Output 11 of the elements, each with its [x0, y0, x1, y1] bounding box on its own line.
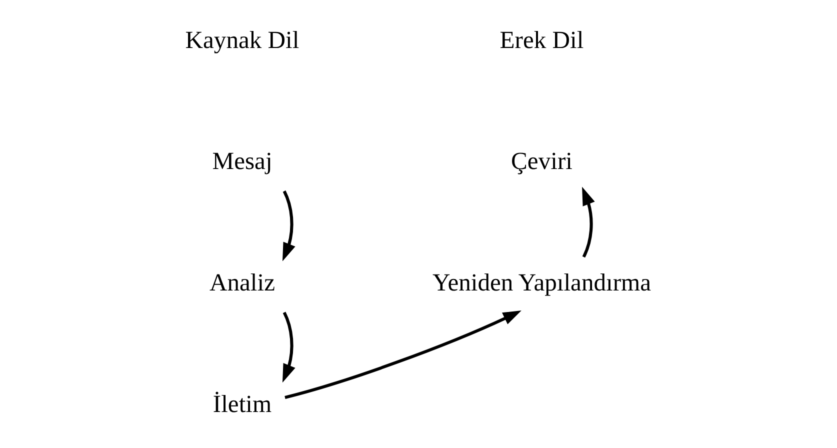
label: Kaynak Dil: [185, 26, 300, 54]
node-text: Yeniden Yapılandırma: [432, 270, 652, 297]
node-text: Mesaj: [212, 148, 272, 176]
node-text: Analiz: [210, 270, 275, 297]
label: Erek Dil: [500, 26, 584, 54]
node-text: İletim: [212, 390, 272, 418]
arrow: [282, 190, 296, 262]
arrow: [284, 310, 522, 399]
node-text: Çeviri: [511, 148, 572, 176]
arrow: [282, 312, 296, 383]
arrow: [582, 186, 595, 258]
